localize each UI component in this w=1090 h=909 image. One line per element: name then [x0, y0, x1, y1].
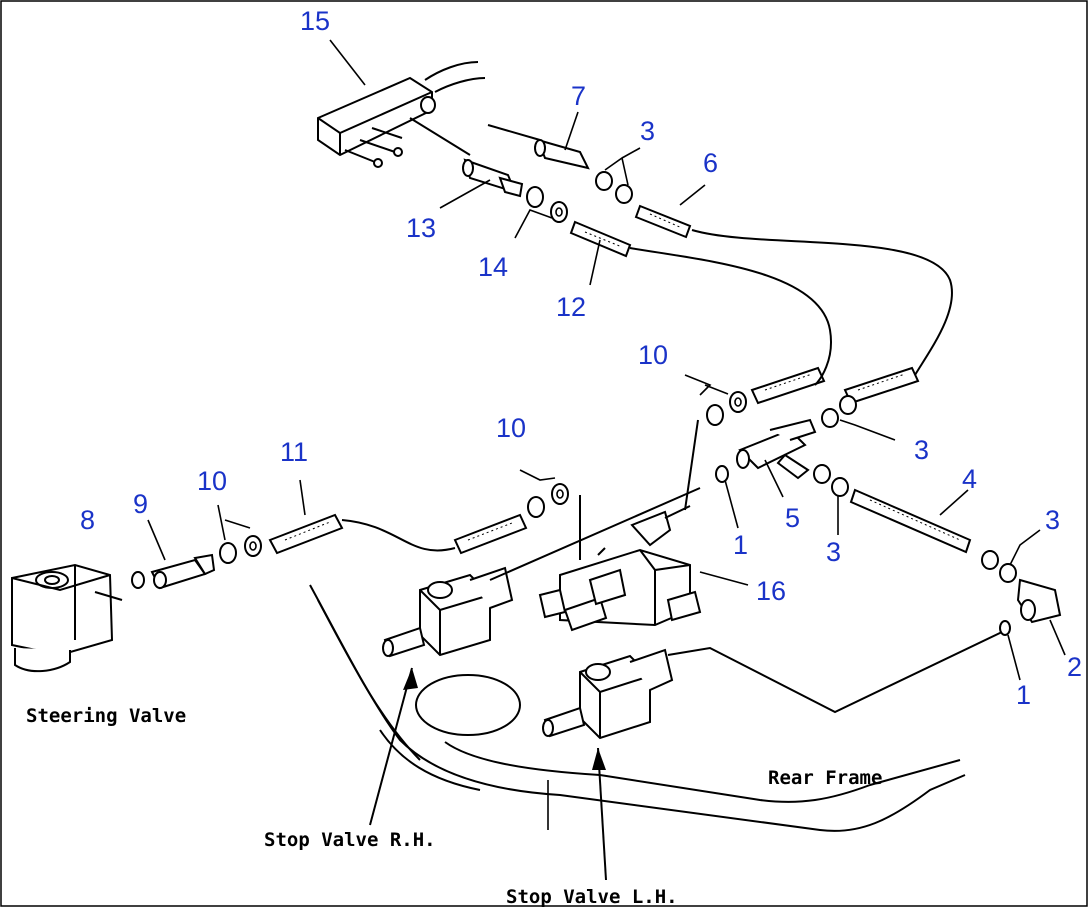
callout-10-middle: 10: [496, 413, 526, 443]
callout-5: 5: [785, 503, 800, 533]
label-rear-frame: Rear Frame: [768, 767, 882, 789]
hose-11: [268, 513, 528, 555]
callout-3-lower: 3: [826, 537, 841, 567]
washers-10-middle: [527, 483, 569, 518]
callout-3-right: 3: [1045, 505, 1060, 535]
o-ring-8: [131, 571, 145, 589]
stop-valve-arrows: [369, 667, 607, 881]
washers-10-upper: [706, 366, 920, 426]
callout-8: 8: [80, 505, 95, 535]
callout-11: 11: [280, 437, 308, 467]
elbow-fitting-9: [150, 553, 216, 590]
tee-fitting-5: [715, 418, 817, 483]
hose-12: [569, 220, 832, 386]
callout-4: 4: [962, 464, 977, 494]
nuts-3-top: [595, 171, 633, 204]
label-stop-valve-rh: Stop Valve R.H.: [264, 829, 436, 851]
valve-block-16: [538, 419, 702, 632]
callout-15: 15: [300, 6, 330, 36]
nuts-3-middle: [813, 395, 857, 497]
stop-valve-rh-drawing: [382, 487, 701, 658]
fitting-13: [462, 158, 524, 198]
callout-10-upper: 10: [638, 340, 668, 370]
stop-valve-lh-drawing: [542, 631, 1003, 740]
callout-14: 14: [478, 252, 508, 282]
callout-16: 16: [756, 576, 786, 606]
fitting-7: [487, 124, 590, 170]
nuts-3-right: [981, 550, 1017, 583]
callout-3-top: 3: [640, 116, 655, 146]
washers-10-left: [219, 535, 262, 564]
tube-4: [849, 488, 972, 554]
steering-valve-drawing: [11, 563, 123, 673]
callout-1-lower: 1: [1016, 680, 1031, 710]
callout-13: 13: [406, 213, 436, 243]
callout-12: 12: [556, 292, 586, 322]
callout-7: 7: [571, 81, 586, 111]
callout-3-middle: 3: [914, 435, 929, 465]
callout-1-upper: 1: [733, 530, 748, 560]
callout-9: 9: [133, 489, 148, 519]
callout-10-left: 10: [197, 466, 227, 496]
label-stop-valve-lh: Stop Valve L.H.: [506, 886, 678, 908]
washers-14: [526, 186, 568, 223]
block-15: [317, 61, 486, 168]
elbow-fitting-2: [999, 578, 1062, 636]
label-steering-valve: Steering Valve: [26, 705, 186, 727]
leader-lines: [147, 39, 1066, 681]
callout-2: 2: [1067, 652, 1082, 682]
hose-6: [634, 204, 953, 376]
callout-6: 6: [703, 148, 718, 178]
